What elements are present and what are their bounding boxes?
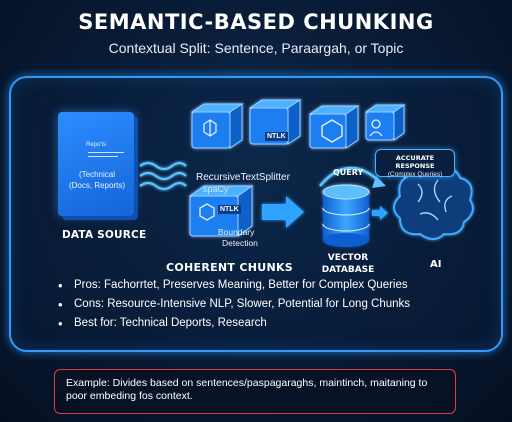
ntlk-tag: NTLK [265, 132, 288, 141]
accurate-response-box: ACCURATE RESPONSE (Complex Queries) [375, 149, 455, 178]
divider [88, 156, 118, 157]
example-box [54, 369, 456, 414]
list-item: Cons: Resource-Intensive NLP, Slower, Po… [58, 297, 410, 317]
doc-line-3: (Docs, Reports) [68, 181, 125, 190]
accurate-response-title: ACCURATE RESPONSE [395, 154, 435, 170]
document-card [58, 112, 134, 216]
flow-wave-icon [139, 161, 187, 191]
network-icon [203, 119, 217, 137]
vector-database-label: VECTOR DATABASE [318, 252, 378, 276]
page-subtitle: Contextual Split: Sentence, Paraargah, o… [108, 40, 404, 56]
db-label-line: VECTOR [327, 253, 369, 263]
db-label-line: DATABASE [321, 265, 375, 275]
query-label: QUERY [333, 168, 364, 177]
divider [88, 152, 124, 153]
boundary-detection-label: Boundary Detection [218, 227, 278, 249]
boundary-label-line: Boundary [218, 227, 255, 237]
ntlk-tag: NTLK [218, 205, 241, 214]
list-item: Best for: Technical Deports, Research [58, 316, 410, 336]
person-icon [369, 119, 383, 137]
coherent-chunks-label: COHERENT CHUNKS [166, 261, 294, 274]
bullet-list: Pros: Fachorrtet, Preserves Meaning, Bet… [58, 278, 410, 336]
accurate-response-subtitle: (Complex Queries) [387, 171, 443, 178]
splitter-label: RecursiveTextSplitter [196, 172, 290, 183]
arrow-right-icon [372, 206, 388, 220]
arrow-right-icon [262, 196, 304, 228]
database-icon [322, 184, 370, 247]
chunk-cube-icon [308, 105, 360, 149]
boundary-label-line: Detection [222, 238, 258, 248]
example-text: Example: Divides based on sentences/pasp… [66, 377, 428, 402]
ai-label: AI [430, 259, 442, 270]
doc-line-1: Repo'ts [86, 142, 107, 148]
chunk-cube-icon [190, 103, 244, 149]
list-item: Pros: Fachorrtet, Preserves Meaning, Bet… [58, 278, 410, 298]
doc-line-2: (Technical [78, 170, 115, 179]
spacy-label: spaCy [203, 184, 229, 194]
query-arrow-icon [319, 166, 381, 187]
ai-brain-icon [393, 166, 474, 240]
data-source-label: DATA SOURCE [62, 229, 147, 241]
page-title: SEMANTIC-BASED CHUNKING [78, 10, 434, 34]
